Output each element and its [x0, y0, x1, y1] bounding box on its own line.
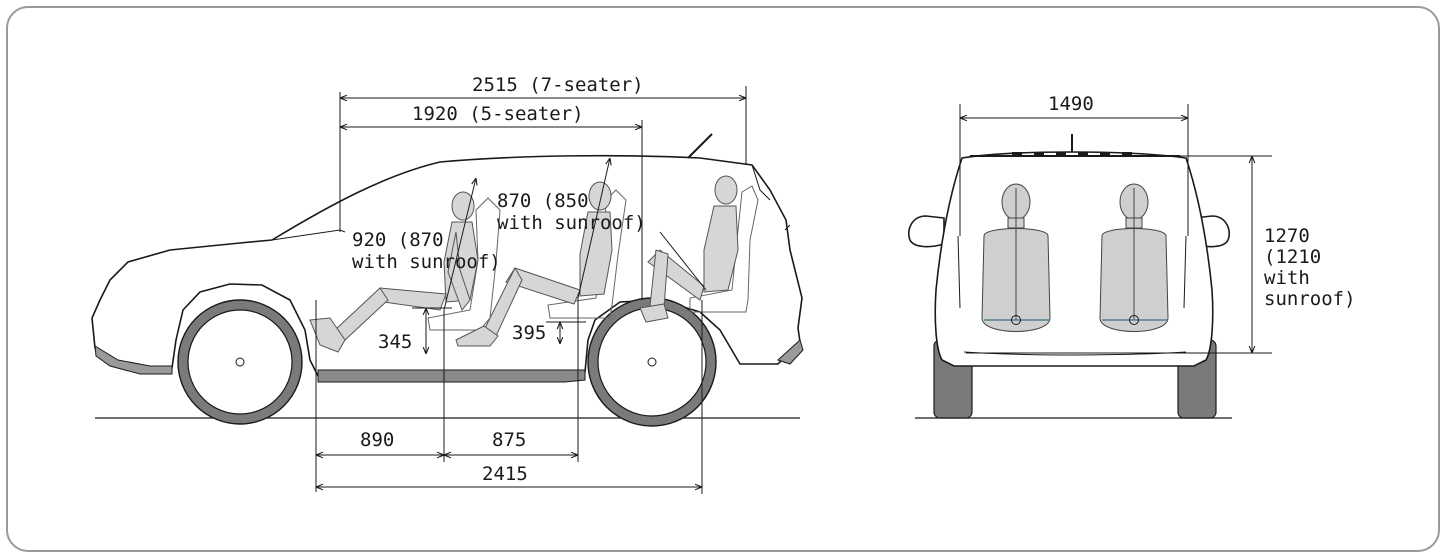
front-bumper-strip: [94, 345, 173, 375]
headroom-second-line: [577, 158, 610, 299]
label-seat-height-front: 345: [378, 331, 412, 353]
roof-marks: [1012, 152, 1132, 155]
side-panel-line: [784, 224, 791, 231]
label-2415: 2415: [482, 463, 528, 485]
label-seat-height-second: 395: [512, 322, 546, 344]
rear-occupant-left: [981, 183, 1051, 332]
rear-wheel: [587, 297, 717, 427]
headroom-front-line: [443, 178, 476, 311]
mirror-left: [908, 215, 945, 248]
label-875: 875: [492, 429, 526, 451]
label-height-4: sunroof): [1264, 288, 1356, 310]
rear-occupant-right: [1099, 183, 1169, 332]
rear-bumper-strip: [777, 339, 804, 365]
front-wheel: [177, 299, 303, 425]
label-headroom-second-1: 870 (850: [497, 190, 589, 212]
rear-view: 1490 1270 (1210 with sunroof): [908, 93, 1356, 419]
side-skirt: [317, 369, 586, 383]
rear-inner-right: [1183, 235, 1187, 309]
label-1490: 1490: [1048, 93, 1094, 115]
car-body-rear: [934, 151, 1214, 367]
label-headroom-second-2: with sunroof): [497, 212, 646, 234]
third-row-seat: [689, 185, 759, 313]
label-headroom-front-2: with sunroof): [352, 251, 501, 273]
side-view: 2515 (7-seater) 1920 (5-seater) 920 (870…: [91, 74, 804, 494]
antenna: [687, 133, 713, 159]
label-890: 890: [360, 429, 394, 451]
label-height-3: with: [1264, 267, 1310, 289]
rear-glass-line: [751, 164, 771, 201]
occupant-third: [639, 175, 739, 323]
label-height-1: 1270: [1264, 225, 1310, 247]
label-height-2: (1210: [1264, 246, 1321, 268]
label-headroom-front-1: 920 (870: [352, 229, 444, 251]
occupant-front: [309, 191, 479, 353]
rear-inner-left: [957, 235, 961, 309]
label-2515: 2515 (7-seater): [472, 74, 644, 96]
occupant-second: [455, 181, 613, 347]
headroom-third-line: [659, 231, 707, 291]
label-1920: 1920 (5-seater): [412, 103, 584, 125]
